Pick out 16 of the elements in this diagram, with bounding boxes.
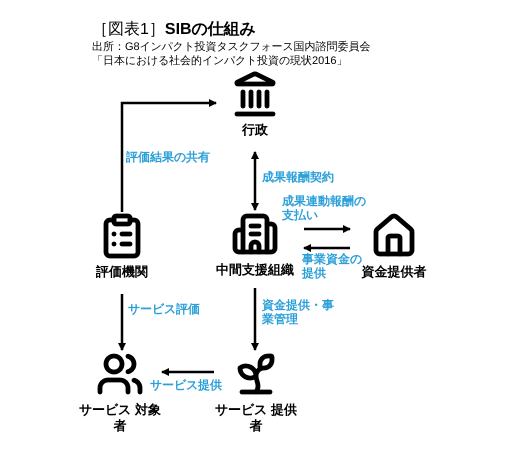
arrow: [118, 294, 126, 351]
arrow: [251, 151, 259, 211]
arrow: [161, 368, 214, 376]
node-label: 資金提供者: [362, 264, 426, 280]
arrow: [303, 244, 350, 252]
node-label: サービス 提供者: [214, 402, 298, 434]
source-note: 出所：G8インパクト投資タスクフォース国内諮問委員会: [92, 40, 372, 54]
source-note: 「日本における社会的インパクト投資の現状2016」: [92, 54, 348, 68]
title: ［図表1］SIBの仕組み: [92, 20, 257, 40]
node-label: 中間支援組織: [216, 262, 294, 278]
node-label: 行政: [242, 122, 268, 138]
arrow: [120, 99, 217, 212]
arrow: [304, 225, 351, 233]
node-label: 評価機関: [96, 264, 148, 280]
arrow: [251, 288, 259, 351]
node-label: サービス 対象者: [78, 402, 162, 434]
